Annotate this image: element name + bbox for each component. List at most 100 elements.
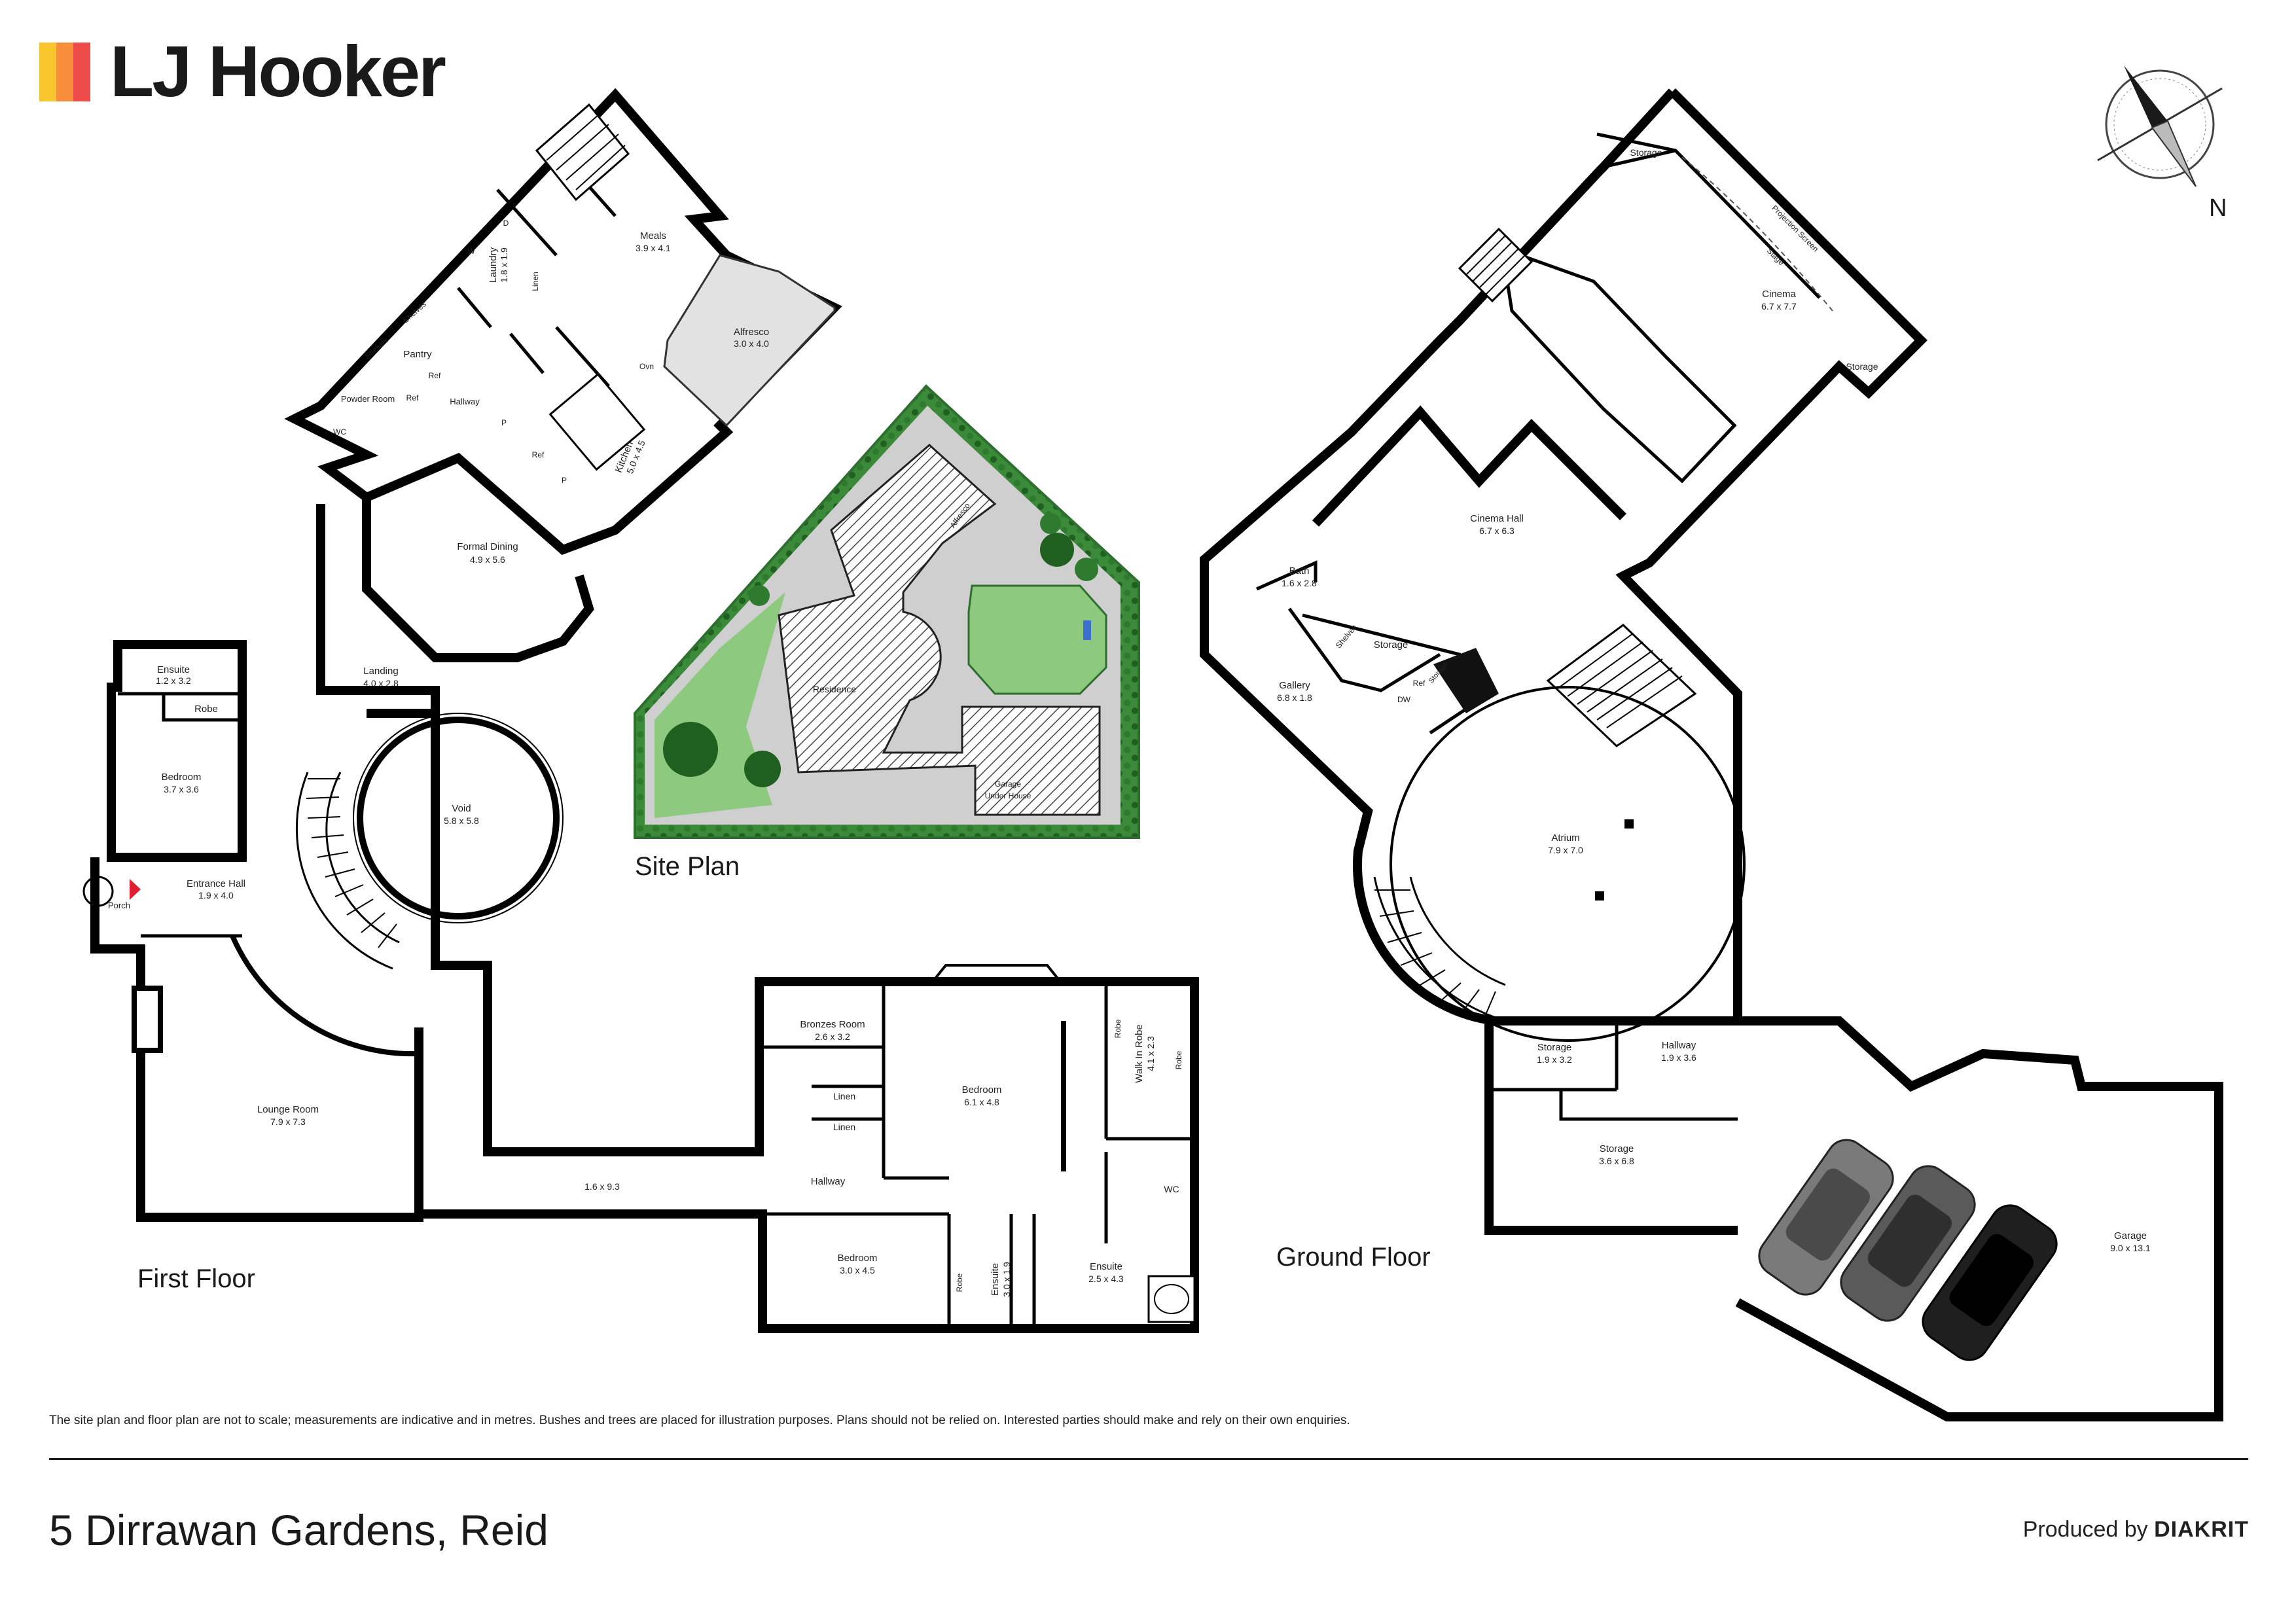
ground-stairs [1458,227,1697,747]
room-name-meals: Meals [640,230,666,241]
car-icon-2 [1840,1165,1976,1322]
fixture-robe-1: Robe [1113,1019,1122,1038]
room-name-laundry: Laundry [488,247,499,283]
room-name-porch: Porch [108,901,130,910]
room-dim-formal-dining: 4.9 x 5.6 [470,554,505,565]
fixture-p-1: P [501,418,507,427]
room-name-pantry: Pantry [403,349,432,360]
site-residence [778,443,1101,816]
room-dim-lounge-room: 7.9 x 7.3 [270,1116,306,1127]
fixture-stage: Stage [1765,246,1786,267]
car-icon-3 [1922,1204,2058,1361]
room-name-garage: Garage [2114,1230,2147,1241]
logo-bars-icon [39,43,90,101]
fixture-ref-kitchen: Ref [532,450,545,459]
atrium-curved-stair [1373,876,1506,1023]
ground-floor-room-labels: Storage Cinema 6.7 x 7.7 Storage Cinema … [1277,147,2151,1253]
fixture-shelves-2: Shelves [363,336,390,361]
site-garage-label: Garage [995,779,1021,789]
fixture-ref-pantry: Ref [429,371,441,380]
room-name-ensuite-small: Ensuite [157,664,190,675]
fixture-oven: Ovn [639,362,654,371]
ground-floor-title: Ground Floor [1276,1243,1431,1272]
first-floor-plan [82,88,1199,1333]
room-dim-storage-large: 3.6 x 6.8 [1599,1156,1634,1166]
ground-floor-plan [1200,88,2223,1421]
room-name-linen-1: Linen [833,1091,855,1101]
fixture-ref-ground: Ref [1413,679,1426,688]
room-dim-cinema: 6.7 x 7.7 [1761,301,1797,312]
room-dim-bedroom-master: 6.1 x 4.8 [964,1097,999,1107]
stairs-top [535,103,630,202]
room-dim-laundry: 1.8 x 1.9 [499,247,509,283]
room-name-entrance-hall: Entrance Hall [187,878,245,889]
room-name-hallway-ground: Hallway [1662,1040,1696,1051]
room-name-storage-ne: Storage [1846,361,1878,372]
lj-hooker-logo: LJ Hooker [39,36,446,108]
alfresco-area [663,254,836,427]
room-dim-garage: 9.0 x 13.1 [2110,1243,2151,1253]
fixture-washer: W [467,247,475,256]
room-name-storage-large: Storage [1600,1143,1634,1154]
room-name-landing: Landing [363,666,398,677]
room-dim-cinema-hall: 6.7 x 6.3 [1479,526,1515,536]
room-dim-bedroom-west: 3.7 x 3.6 [164,784,199,794]
compass-icon [2097,65,2223,187]
room-name-bath: Bath [1289,565,1310,577]
produced-by-prefix: Produced by [2022,1517,2148,1542]
fixture-p-2: P [562,476,567,485]
room-name-storage-sw: Storage [1537,1042,1572,1053]
site-plan-title: Site Plan [635,852,740,881]
fixture-wc: WC [333,427,346,437]
footer-divider [49,1458,2248,1460]
room-name-storage-nw: Storage [1630,147,1662,158]
room-dim-gallery: 6.8 x 1.8 [1277,692,1312,703]
logo-bar-red [73,43,90,101]
room-dim-bronzes-room: 2.6 x 3.2 [815,1031,850,1042]
ground-floor-fixture-labels: Projection Screen Stage Shelves Ref DW S… [1334,204,1820,704]
room-name-bronzes-room: Bronzes Room [800,1019,865,1030]
car-icon-1 [1758,1139,1894,1296]
room-name-ensuite-master: Ensuite [1090,1261,1122,1272]
room-name-bedroom-west: Bedroom [162,772,202,783]
disclaimer-text: The site plan and floor plan are not to … [49,1414,1350,1427]
room-name-formal-dining: Formal Dining [457,541,518,552]
room-name-alfresco: Alfresco [734,327,769,338]
room-name-bedroom-master: Bedroom [962,1084,1002,1096]
room-dim-ensuite-small: 1.2 x 3.2 [156,675,191,686]
room-name-hallway-top: Hallway [450,397,480,406]
site-residence-label: Residence [813,684,856,694]
room-dim-hallway-ground: 1.9 x 3.6 [1661,1052,1696,1063]
room-name-hallway-south: Hallway [811,1176,846,1187]
room-name-walk-in-robe: Walk In Robe [1134,1024,1145,1082]
room-dim-alfresco: 3.0 x 4.0 [734,338,769,349]
curved-staircase [295,772,400,970]
site-lawn [967,584,1107,695]
room-name-bedroom-south: Bedroom [838,1253,878,1264]
produced-by-brand: DIAKRIT [2154,1517,2249,1542]
room-name-cinema: Cinema [1762,289,1796,300]
room-dim-bath: 1.6 x 2.8 [1282,578,1317,588]
room-name-wc: WC [1164,1184,1179,1194]
room-name-void: Void [452,803,471,814]
room-name-lounge-room: Lounge Room [257,1104,319,1115]
room-dim-entrance-hall: 1.9 x 4.0 [198,890,234,901]
fixture-dw: DW [1397,695,1411,704]
entry-arrow-icon [130,879,141,900]
compass-north-label: N [2209,194,2227,222]
bathtub-icon [1147,1275,1196,1323]
fixture-robe-3: Robe [955,1273,964,1292]
logo-bar-orange [56,43,73,101]
site-plan: Residence Alfresco Garage Under House [634,384,1140,839]
room-name-cinema-hall: Cinema Hall [1470,513,1524,524]
room-dim-ensuite-south: 3.0 x 1.9 [1001,1262,1012,1297]
room-name-robe: Robe [194,704,218,715]
first-floor-room-labels: Meals 3.9 x 4.1 Laundry 1.8 x 1.9 Alfres… [108,230,1179,1297]
fixture-ref-pantry-2: Ref [406,393,419,402]
site-garage-sub-label: Under House [985,791,1031,800]
room-dim-walk-in-robe: 4.1 x 2.3 [1145,1036,1156,1071]
room-dim-atrium: 7.9 x 7.0 [1548,845,1583,855]
logo-bar-yellow [39,43,56,101]
room-name-powder-room: Powder Room [341,394,395,404]
